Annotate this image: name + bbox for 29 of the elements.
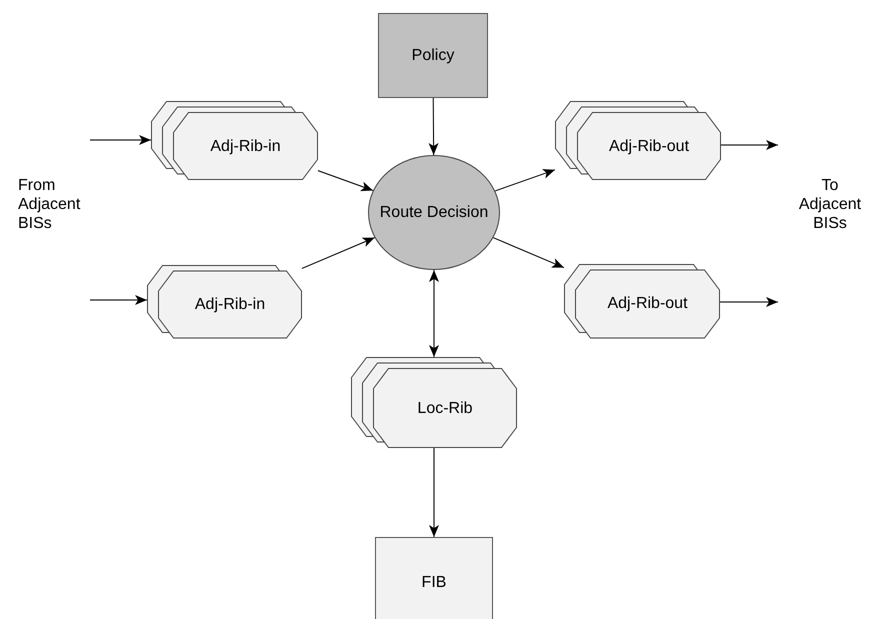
node-label: Adj-Rib-out (607, 294, 688, 313)
arrow (429, 270, 439, 358)
arrow (90, 295, 148, 305)
side-label: From Adjacent BISs (18, 176, 82, 233)
arrow (720, 297, 778, 307)
arrow (318, 170, 374, 192)
node-label: Route Decision (380, 203, 488, 222)
stacked-octagon (351, 357, 517, 448)
node-label: Adj-Rib-out (608, 136, 690, 156)
decision-ellipse (368, 155, 500, 270)
arrow (90, 135, 152, 145)
node-label: Loc-Rib (417, 398, 473, 418)
stacked-octagon (555, 101, 721, 180)
stacked-octagon (564, 264, 720, 338)
stacked-octagon (147, 264, 302, 338)
arrow (720, 140, 778, 150)
side-label: To Adjacent BISs (798, 176, 862, 233)
arrow (494, 169, 556, 192)
arrow (302, 237, 376, 269)
node-label: Adj-Rib-in (194, 294, 266, 314)
node-label: Policy (412, 46, 454, 65)
stacked-octagon (151, 101, 318, 180)
policy-box (378, 13, 488, 98)
process-box (375, 537, 493, 619)
arrow (429, 448, 439, 538)
node-label: FIB (422, 572, 446, 592)
arrow (428, 98, 439, 156)
arrow (492, 237, 564, 268)
node-label: Adj-Rib-in (210, 136, 281, 156)
